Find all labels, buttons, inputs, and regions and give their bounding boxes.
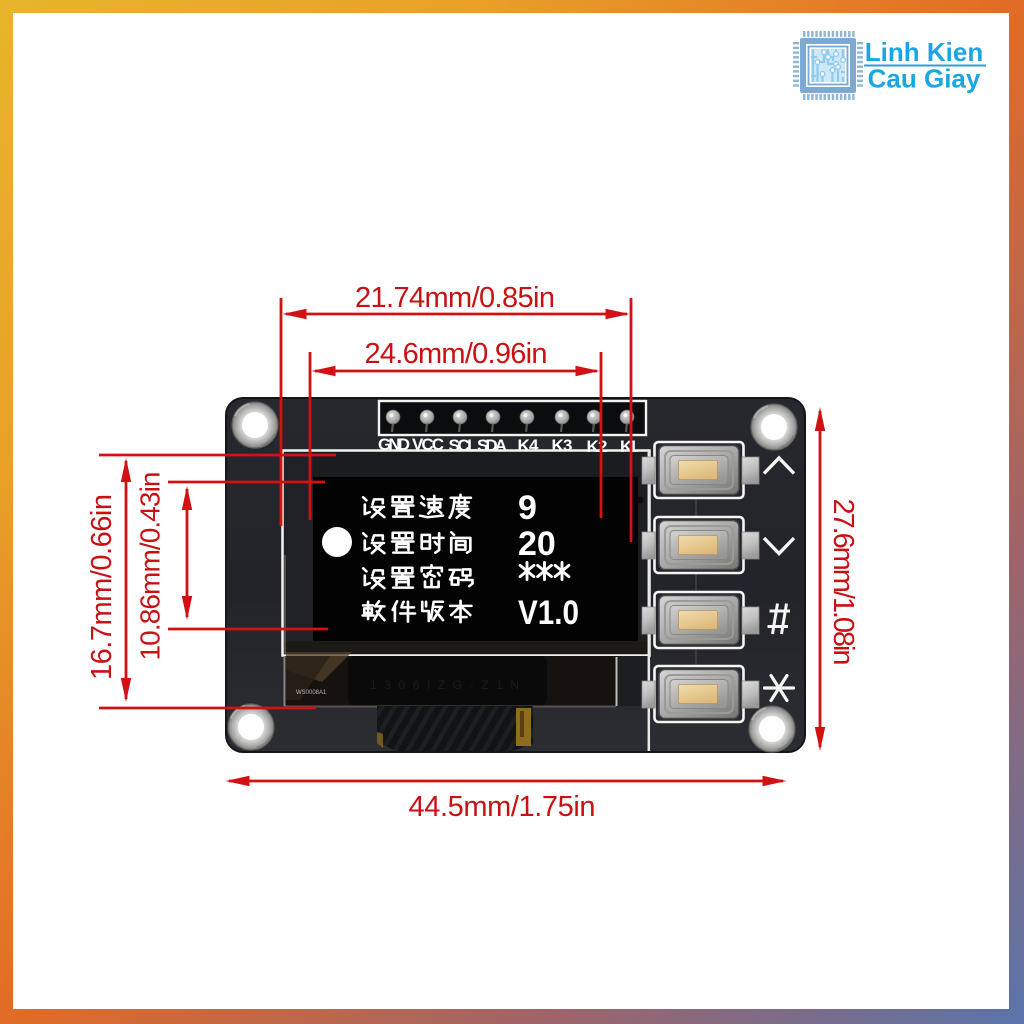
svg-text:WS0008A1: WS0008A1 [296,690,327,696]
svg-text:27.6mm/1.08in: 27.6mm/1.08in [827,499,859,666]
svg-text:16.7mm/0.66in: 16.7mm/0.66in [86,494,118,680]
svg-text:V1.0: V1.0 [518,594,579,632]
svg-text:21.74mm/0.85in: 21.74mm/0.85in [355,282,555,314]
svg-text:Linh Kien: Linh Kien [865,37,983,67]
svg-text:Cau Giay: Cau Giay [868,64,981,94]
svg-text:44.5mm/1.75in: 44.5mm/1.75in [409,791,596,823]
svg-text:24.6mm/0.96in: 24.6mm/0.96in [365,338,548,370]
svg-text:9: 9 [518,489,537,527]
svg-text:20: 20 [518,525,556,563]
svg-text:10.86mm/0.43in: 10.86mm/0.43in [135,472,166,661]
